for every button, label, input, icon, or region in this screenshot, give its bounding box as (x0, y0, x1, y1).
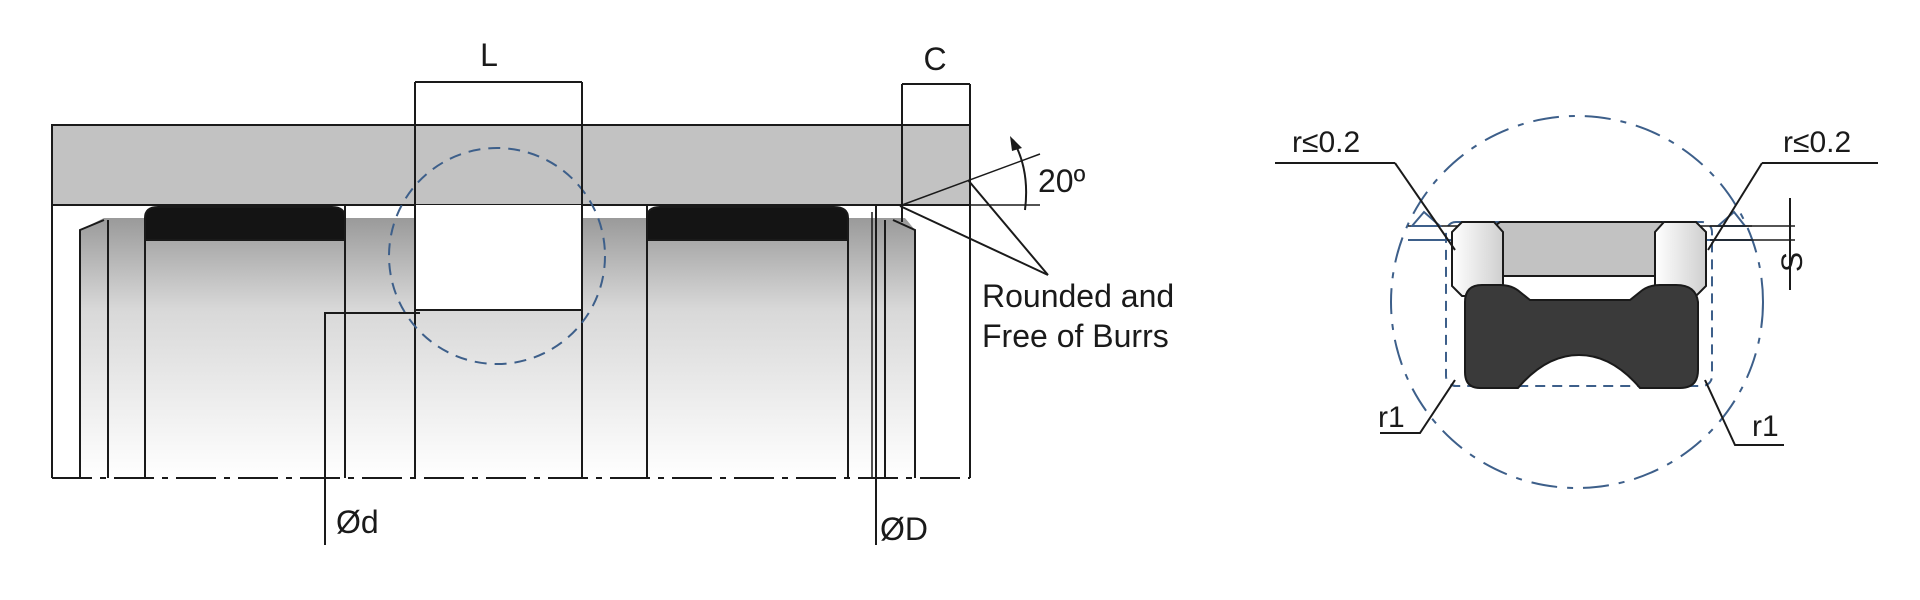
dimension-d: Ød (324, 312, 420, 545)
wear-ring (1476, 221, 1686, 277)
radius-note-left: r≤0.2 (1275, 126, 1456, 251)
detail-circle-marker (388, 147, 606, 365)
dimension-C: C (901, 41, 971, 222)
label-bore-small: Ød (336, 504, 379, 540)
seal-right (646, 206, 849, 241)
seal-profile (1464, 284, 1699, 389)
label-clearance: S (1776, 252, 1809, 272)
label-bore-large: ØD (880, 511, 928, 547)
note-line-2: Free of Burrs (982, 318, 1169, 354)
label-corner-right: r1 (1752, 410, 1779, 443)
note-line-1: Rounded and (982, 278, 1174, 314)
angle-indicator: 20º (901, 136, 1086, 211)
corner-note-right: r1 (1704, 379, 1784, 446)
dimension-L: L (414, 37, 583, 205)
burr-note: Rounded and Free of Burrs (899, 179, 1174, 354)
seal-left (144, 206, 346, 241)
label-corner-left: r1 (1378, 401, 1405, 434)
section-view: L C 20º Rounded and Free of Burrs Ød (51, 37, 1174, 547)
housing-body (51, 124, 971, 206)
detail-view: r≤0.2 r≤0.2 S r1 r1 (1275, 115, 1878, 489)
label-radius-right: r≤0.2 (1783, 126, 1851, 159)
label-C: C (923, 41, 946, 77)
corner-note-left: r1 (1378, 379, 1456, 434)
radius-note-right: r≤0.2 (1707, 126, 1878, 251)
detail-circle (1390, 115, 1764, 489)
label-L: L (480, 37, 498, 73)
dimension-S: S (1710, 198, 1809, 290)
label-angle: 20º (1038, 163, 1086, 199)
dimension-D: ØD (875, 205, 928, 547)
label-radius-left: r≤0.2 (1292, 126, 1360, 159)
